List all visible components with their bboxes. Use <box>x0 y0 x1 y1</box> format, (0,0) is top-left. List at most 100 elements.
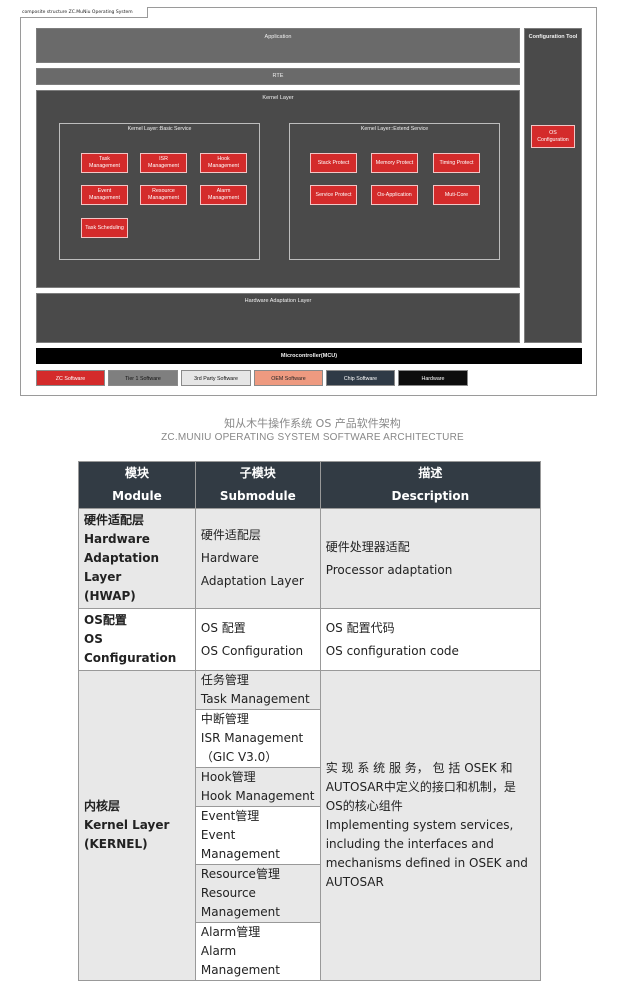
configuration-tool-layer: Configuration Tool <box>524 28 582 343</box>
submodule-item: 任务管理 Task Management <box>195 671 320 710</box>
module-line: Hardware <box>84 532 150 546</box>
timing-protect-box: Timing Protect <box>433 153 480 173</box>
submodule-line: Task Management <box>200 692 310 706</box>
task-management-box: Task Management <box>81 153 128 173</box>
header-module-cn: 模块 <box>124 466 149 480</box>
submodule-item: 中断管理 ISR Management （GIC V3.0） <box>195 710 320 768</box>
table-row: 硬件适配层 Hardware Adaptation Layer (HWAP) 硬… <box>78 508 542 609</box>
description-line: Processor adaptation <box>325 562 453 577</box>
hardware-adaptation-layer: Hardware Adaptation Layer <box>36 293 520 343</box>
submodule-line: Alarm管理 <box>200 925 261 939</box>
os-application-box: Os-Application <box>371 185 418 205</box>
header-description-cn: 描述 <box>418 466 443 480</box>
table-row: 内核层 Kernel Layer (KERNEL) 任务管理 Task Mana… <box>78 670 542 981</box>
header-submodule: 子模块 Submodule <box>194 461 321 509</box>
submodule-line: （GIC V3.0） <box>200 750 278 764</box>
module-line: 内核层 <box>84 799 121 813</box>
basic-service-title: Kernel Layer::Basic Service <box>127 126 192 132</box>
description-line: OS 配置代码 <box>325 620 395 635</box>
configuration-tool-label: Configuration Tool <box>528 34 578 40</box>
submodule-item: Hook管理 Hook Management <box>195 768 320 807</box>
memory-protect-box: Memory Protect <box>371 153 418 173</box>
module-line: OS配置 <box>84 613 127 627</box>
legend-oem-software: OEM Software <box>254 370 323 386</box>
submodule-cell: 任务管理 Task Management 中断管理 ISR Management… <box>194 670 321 981</box>
submodule-cell: OS 配置 OS Configuration <box>194 608 321 671</box>
kernel-layer-label: Kernel Layer <box>262 95 294 101</box>
submodule-line: OS Configuration <box>200 643 304 658</box>
hook-management-box: Hook Management <box>200 153 247 173</box>
submodule-line: 硬件适配层 <box>200 528 261 542</box>
caption-english: ZC.MUNIU OPERATING SYSTEM SOFTWARE ARCHI… <box>161 432 464 443</box>
os-configuration-box: OS Configuration <box>531 125 575 148</box>
microcontroller-layer: Microcontroller(MCU) <box>36 348 582 364</box>
module-line: Kernel Layer <box>84 818 170 832</box>
header-module: 模块 Module <box>78 461 196 509</box>
description-cell: 硬件处理器适配 Processor adaptation <box>319 508 542 609</box>
isr-management-box: ISR Management <box>140 153 187 173</box>
description-line: 硬件处理器适配 <box>325 539 410 554</box>
hardware-adaptation-label: Hardware Adaptation Layer <box>244 298 312 304</box>
legend-tier1-software: Tier 1 Software <box>108 370 178 386</box>
submodule-line: 中断管理 <box>200 712 249 726</box>
caption-chinese: 知从木牛操作系统 OS 产品软件架构 <box>224 417 401 430</box>
submodule-line: ISR Management <box>200 731 304 745</box>
description-line: OS configuration code <box>325 643 459 658</box>
description-line: mechanisms defined in OSEK and <box>325 856 528 870</box>
legend-zc-software: ZC Software <box>36 370 105 386</box>
submodule-line: Event Management <box>200 828 280 861</box>
module-table: 模块 Module 子模块 Submodule 描述 Description 硬… <box>78 461 542 981</box>
extend-service-title: Kernel Layer::Extend Service <box>360 126 429 132</box>
module-cell: 硬件适配层 Hardware Adaptation Layer (HWAP) <box>78 508 196 609</box>
table-header-row: 模块 Module 子模块 Submodule 描述 Description <box>78 461 542 509</box>
table-row: OS配置 OS Configuration OS 配置 OS Configura… <box>78 608 542 671</box>
description-cell: OS 配置代码 OS configuration code <box>319 608 542 671</box>
description-line: including the interfaces and <box>325 837 494 851</box>
module-line: (HWAP) <box>84 589 136 603</box>
service-protect-box: Service Protect <box>310 185 357 205</box>
module-line: OS Configuration <box>84 632 177 665</box>
submodule-line: Event管理 <box>200 809 260 823</box>
header-submodule-cn: 子模块 <box>239 466 276 480</box>
submodule-line: Hook管理 <box>200 770 256 784</box>
event-management-box: Event Management <box>81 185 128 205</box>
submodule-line: 任务管理 <box>200 673 249 687</box>
stack-protect-box: Stack Protect <box>310 153 357 173</box>
alarm-management-box: Alarm Management <box>200 185 247 205</box>
header-module-en: Module <box>112 489 162 503</box>
description-line: Implementing system services, <box>325 818 514 832</box>
submodule-cell: 硬件适配层 Hardware Adaptation Layer <box>194 508 321 609</box>
submodule-item: Alarm管理 Alarm Management <box>195 923 320 980</box>
submodule-line: Adaptation Layer <box>200 574 304 588</box>
submodule-line: Hardware <box>200 551 259 565</box>
task-scheduling-box: Task Scheduling <box>81 218 128 238</box>
description-line: 实 现 系 统 服 务， 包 括 OSEK 和 <box>325 761 513 775</box>
header-description: 描述 Description <box>319 461 542 509</box>
submodule-line: OS 配置 <box>200 620 246 635</box>
module-cell: 内核层 Kernel Layer (KERNEL) <box>78 670 196 981</box>
microcontroller-label: Microcontroller(MCU) <box>280 353 338 359</box>
diagram-frame-title: composite structure ZC.MuNiu Operating S… <box>20 7 148 18</box>
submodule-line: Alarm Management <box>200 944 280 977</box>
resource-management-box: Resource Management <box>140 185 187 205</box>
submodule-item: Event管理 Event Management <box>195 807 320 865</box>
rte-label: RTE <box>272 73 284 79</box>
description-line: OS的核心组件 <box>325 799 403 813</box>
module-line: Adaptation Layer <box>84 551 160 584</box>
submodule-line: Resource <box>200 886 256 900</box>
rte-layer: RTE <box>36 68 520 85</box>
description-line: AUTOSAR中定义的接口和机制，是 <box>325 780 516 794</box>
legend-hardware: Hardware <box>398 370 468 386</box>
legend-chip-software: Chip Software <box>326 370 395 386</box>
module-line: 硬件适配层 <box>84 513 145 527</box>
legend-3rd-party-software: 3rd Party Software <box>181 370 251 386</box>
description-cell: 实 现 系 统 服 务， 包 括 OSEK 和 AUTOSAR中定义的接口和机制… <box>319 670 542 981</box>
muti-core-box: Muti-Core <box>433 185 480 205</box>
header-submodule-en: Submodule <box>219 489 296 503</box>
application-label: Application <box>264 34 292 40</box>
submodule-line: Management <box>200 905 280 919</box>
description-line: AUTOSAR <box>325 875 384 889</box>
module-line: (KERNEL) <box>84 837 148 851</box>
submodule-line: Resource管理 <box>200 867 280 881</box>
submodule-item: Resource管理 Resource Management <box>195 865 320 923</box>
